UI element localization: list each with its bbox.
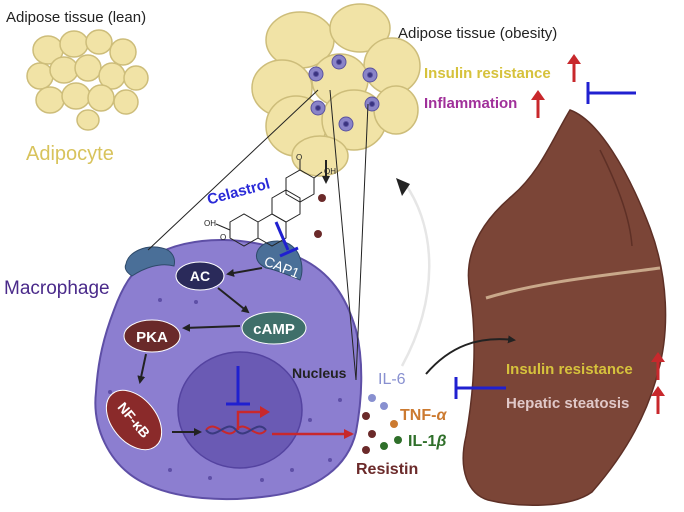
dna-icon — [205, 425, 267, 435]
arrow-cytokines-to-liver — [425, 335, 516, 375]
celastrol-oh-acid: OH — [204, 219, 216, 228]
inhibition-bar-icon — [586, 82, 636, 104]
il6-label: IL-6 — [378, 371, 406, 388]
up-arrow-icon — [567, 54, 581, 82]
celastrol-structure — [215, 160, 323, 247]
arrow-cytokines-to-adipose — [400, 181, 431, 367]
liver-shape — [462, 109, 667, 506]
celastrol-oh-top: OH — [324, 167, 336, 176]
ac-node — [175, 261, 225, 291]
gene-promoter-arrow-icon — [236, 406, 270, 430]
camp-label: cAMP — [253, 321, 295, 338]
inhibition-bar-icon — [274, 221, 299, 258]
tnf-alpha: α — [436, 407, 447, 424]
camp-node — [241, 311, 307, 345]
arrow-ac-to-camp — [217, 287, 250, 314]
obesity-title: Adipose tissue (obesity) — [398, 25, 557, 42]
pka-label: PKA — [136, 329, 168, 346]
il1-prefix: IL-1 — [408, 433, 437, 450]
arrow-camp-to-pka — [182, 323, 241, 332]
lean-adipose-cluster — [26, 29, 149, 131]
il1-label: IL-1β — [408, 433, 446, 450]
celastrol-o-acid: O — [220, 233, 226, 242]
arrow-pka-to-nfkb — [137, 353, 147, 384]
receptor-icon — [124, 246, 175, 277]
hepatic-steatosis-label: Hepatic steatosis — [506, 395, 629, 412]
resistin-label: Resistin — [356, 461, 418, 478]
ac-label: AC — [190, 268, 210, 284]
nucleus-label: Nucleus — [292, 365, 347, 381]
liver-ligament — [485, 266, 661, 300]
nucleus — [177, 351, 303, 469]
inflammation-label: Inflammation — [424, 95, 517, 112]
insulin-resistance-liver-label: Insulin resistance — [506, 361, 633, 378]
il1-beta: β — [435, 433, 446, 450]
celastrol-o-top: O — [296, 153, 302, 162]
nfkb-node — [105, 389, 163, 451]
celastrol-label: Celastrol — [205, 175, 271, 208]
immune-cells-in-adipose — [308, 54, 380, 132]
pka-node — [123, 319, 181, 353]
up-arrow-icon — [651, 386, 665, 414]
obese-adipose-cluster — [251, 3, 421, 177]
up-arrow-icon — [531, 90, 545, 118]
tnf-label: TNF-α — [400, 407, 447, 424]
arrow-cytokines-to-adipose-head — [396, 178, 410, 196]
macrophage-label: Macrophage — [4, 278, 110, 299]
link-line — [355, 103, 369, 381]
arrow-cap1-to-ac — [226, 267, 263, 277]
adipocyte-label: Adipocyte — [26, 143, 114, 165]
inhibition-bar-icon — [454, 377, 506, 399]
insulin-resistance-adipose-label: Insulin resistance — [424, 65, 551, 82]
tnf-prefix: TNF- — [400, 407, 436, 424]
liver-fissure — [599, 149, 633, 247]
cytokine-dots — [314, 194, 402, 454]
lean-title: Adipose tissue (lean) — [6, 9, 146, 26]
link-line — [329, 89, 357, 381]
up-arrow-icon — [651, 352, 665, 380]
inhibition-bar-icon — [226, 366, 250, 406]
link-line — [147, 89, 319, 251]
